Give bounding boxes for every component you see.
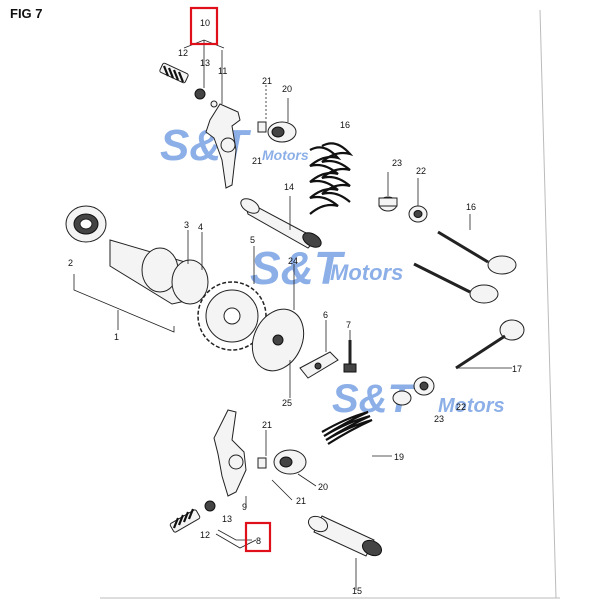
valve-spring-top <box>309 142 354 215</box>
callout-22-bottom: 22 <box>456 402 466 412</box>
retainer-clip-top <box>257 121 267 133</box>
rocker-bushing-top <box>220 137 236 153</box>
valve-17 <box>455 319 525 370</box>
callout-2: 2 <box>68 258 73 268</box>
callout-15: 15 <box>352 586 362 596</box>
valve-spring-bottom <box>321 410 373 445</box>
pushrod-tube-14 <box>240 198 322 249</box>
adjuster-screw-top <box>159 62 189 84</box>
callout-14: 14 <box>284 182 294 192</box>
callout-8: 8 <box>256 536 261 546</box>
callout-5: 5 <box>250 235 255 245</box>
callout-16-top: 16 <box>340 120 350 130</box>
callout-21-top-a: 21 <box>262 76 272 86</box>
callout-7: 7 <box>346 320 351 330</box>
lower-rocker-assembly <box>169 409 307 533</box>
callout-23-bottom: 23 <box>434 414 444 424</box>
cam-plate-6 <box>299 351 339 379</box>
callout-21-bottom-b: 21 <box>296 496 306 506</box>
callout-12-bottom: 12 <box>200 530 210 540</box>
callout-24: 24 <box>288 256 298 266</box>
callouts: 10 12 13 11 21 20 21 16 23 22 14 16 3 4 … <box>68 18 522 596</box>
valve-seal-bottom <box>413 376 435 396</box>
retainer-clip-bottom <box>257 457 267 469</box>
valve-seal-top <box>408 205 428 223</box>
callout-1: 1 <box>114 332 119 342</box>
exhaust-valve <box>413 262 499 304</box>
upper-rocker-assembly <box>159 62 297 189</box>
callout-9: 9 <box>242 502 247 512</box>
watermark-suffix-bottom: Motors <box>438 395 505 417</box>
watermark-suffix-middle: Motors <box>330 260 403 285</box>
watermark-middle: S&T Motors <box>250 242 403 294</box>
callout-13-bottom: 13 <box>222 514 232 524</box>
spring-seat-top <box>378 196 398 212</box>
callout-21-top-b: 21 <box>252 156 262 166</box>
locknut-top <box>194 88 206 100</box>
callout-17: 17 <box>512 364 522 374</box>
callout-4: 4 <box>198 222 203 232</box>
watermark-brand-middle: S&T <box>250 242 346 294</box>
camshaft-1 <box>109 239 209 305</box>
callout-12-top: 12 <box>178 48 188 58</box>
highlight-box-8 <box>244 521 272 553</box>
watermark-brand-top: S&T <box>160 121 251 170</box>
callout-16-right: 16 <box>466 202 476 212</box>
leader-lines <box>73 39 512 590</box>
callout-19: 19 <box>394 452 404 462</box>
highlight-box-10 <box>189 6 219 46</box>
callout-6: 6 <box>323 310 328 320</box>
timing-plate-24 <box>251 308 305 372</box>
rocker-arm-bottom <box>213 409 247 497</box>
cam-sprocket-5 <box>197 281 267 351</box>
washer-top <box>210 100 218 108</box>
callout-25: 25 <box>282 398 292 408</box>
figure-title: FIG 7 <box>10 6 43 21</box>
spring-seat-bottom <box>392 390 412 406</box>
adjuster-screw-bottom <box>169 508 201 533</box>
callout-11: 11 <box>218 66 227 76</box>
callout-23-top: 23 <box>392 158 402 168</box>
callout-20-bottom: 20 <box>318 482 328 492</box>
locknut-bottom <box>204 500 216 512</box>
camshaft-bearing-2 <box>65 205 107 243</box>
bolt-7 <box>343 340 357 373</box>
callout-20-top: 20 <box>282 84 292 94</box>
callout-22-top: 22 <box>416 166 426 176</box>
callout-10: 10 <box>200 18 210 28</box>
watermark-suffix-top: Motors <box>262 147 309 163</box>
callout-21-bottom-a: 21 <box>262 420 272 430</box>
intake-valve <box>437 230 517 275</box>
callout-13-top: 13 <box>200 58 210 68</box>
frame-line-right <box>539 9 557 599</box>
watermark-top: S&T Motors <box>160 121 309 170</box>
pushrod-tube-15 <box>307 515 383 557</box>
callout-3: 3 <box>184 220 189 230</box>
